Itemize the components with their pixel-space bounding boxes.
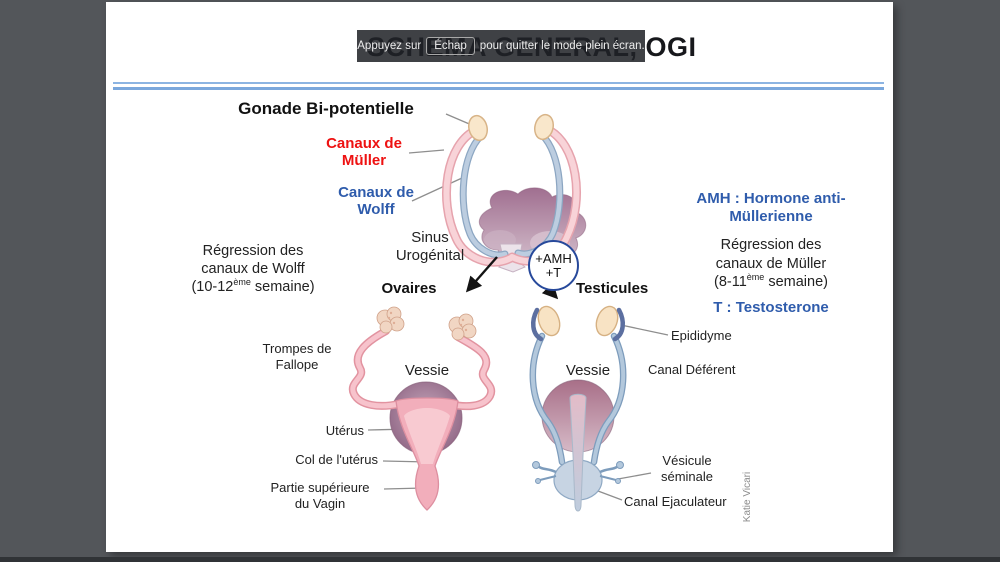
label-ovaires: Ovaires	[381, 280, 437, 297]
label-canal-deferent: Canal Déférent	[648, 362, 736, 377]
title-underline-top	[113, 82, 884, 84]
title-underline-bottom	[113, 87, 884, 90]
escape-key-badge: Échap	[426, 37, 475, 55]
toast-suffix: pour quitter le mode plein écran.	[479, 40, 645, 52]
label-testicules: Testicules	[576, 280, 649, 297]
fullscreen-exit-toast: Appuyez sur Échap pour quitter le mode p…	[357, 30, 645, 62]
label-vessie-female: Vessie	[404, 362, 450, 379]
label-vessie-male: Vessie	[565, 362, 611, 379]
label-col-uterus: Col de l'utérus	[295, 452, 378, 467]
label-partie-vagin: Partie supérieure du Vagin	[270, 480, 370, 511]
note-testosterone: T : Testosterone	[713, 299, 829, 316]
presentation-slide[interactable]	[106, 2, 893, 552]
illustrator-credit: Katie Vicari	[742, 471, 753, 523]
label-gonade-bipotentielle: Gonade Bi-potentielle	[238, 99, 414, 118]
label-trompes-fallope: Trompes de Fallope	[262, 341, 332, 372]
note-amh-hormone: AMH : Hormone anti- Müllerienne	[696, 190, 846, 225]
label-uterus: Utérus	[325, 423, 364, 438]
bottom-edge-bar	[0, 557, 1000, 562]
label-vesicule-seminale: Vésicule séminale	[660, 453, 714, 484]
label-canaux-muller: Canaux de Müller	[326, 135, 402, 169]
label-canaux-wolff: Canaux de Wolff	[338, 184, 414, 218]
amh-t-circle: +AMH +T	[528, 240, 579, 291]
note-regression-wolff: Régression des canaux de Wolff (10-12ème…	[191, 243, 315, 295]
label-epididyme: Epididyme	[671, 328, 732, 343]
label-sinus-urogenital: Sinus Urogénital	[395, 229, 465, 264]
note-regression-muller: Régression des canaux de Müller (8-11ème…	[714, 237, 828, 290]
label-canal-ejaculateur: Canal Ejaculateur	[624, 494, 727, 509]
toast-prefix: Appuyez sur	[357, 40, 422, 52]
